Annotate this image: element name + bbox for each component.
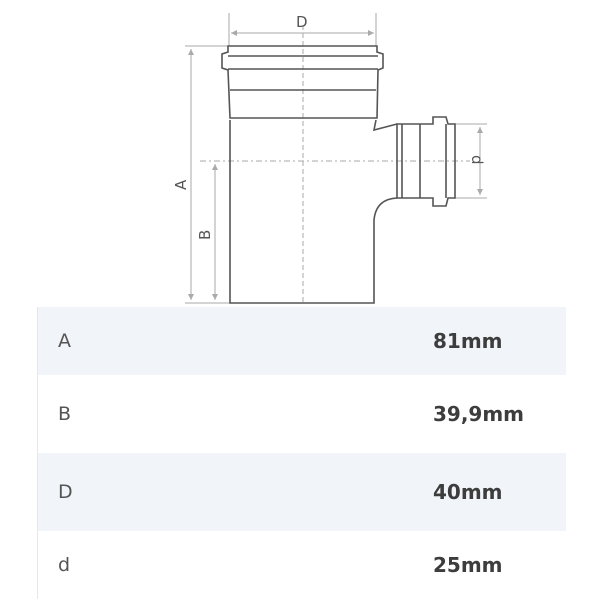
main-socket — [221, 45, 384, 119]
label-B: B — [196, 230, 214, 240]
dimension-value: 81mm — [433, 329, 503, 353]
dimension-key: d — [58, 554, 71, 576]
label-A: A — [172, 179, 190, 190]
table-row: A 81mm — [38, 307, 566, 375]
main-body — [229, 119, 398, 304]
table-row: D 40mm — [38, 453, 566, 531]
table-row: d 25mm — [38, 531, 566, 599]
tee-fitting-drawing: D A B d — [172, 13, 487, 305]
dimension-key: B — [58, 403, 72, 425]
dimension-key: A — [58, 330, 71, 352]
dimension-value: 25mm — [433, 553, 503, 577]
table-row: B 39,9mm — [38, 375, 566, 453]
dimension-key: D — [58, 481, 73, 503]
label-D: D — [296, 13, 308, 31]
dimension-value: 40mm — [433, 480, 503, 504]
dimensions-table: A 81mm B 39,9mm D 40mm d 25mm — [37, 307, 566, 599]
label-d: d — [468, 155, 486, 165]
dimension-value: 39,9mm — [433, 402, 525, 426]
branch-socket — [396, 116, 456, 207]
